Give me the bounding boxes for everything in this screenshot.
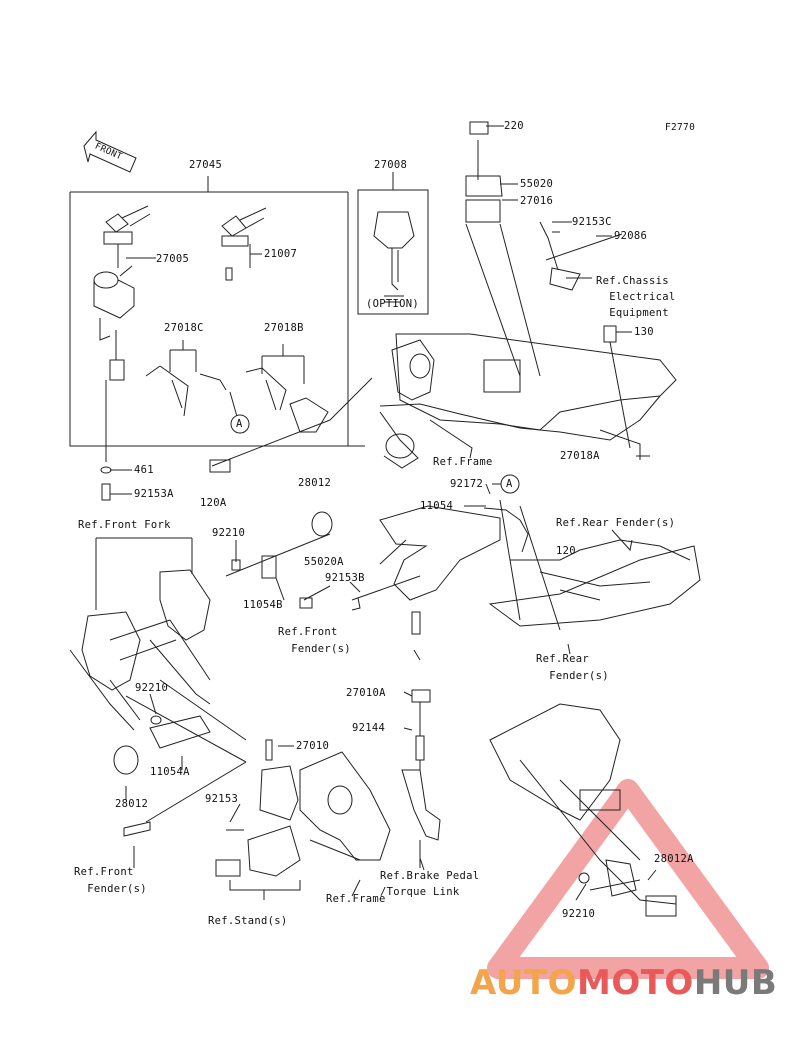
- label-21007: 21007: [264, 248, 298, 260]
- label-ref-front-fender-2: Ref.Front Fender(s): [74, 866, 147, 895]
- label-27016: 27016: [520, 195, 554, 207]
- watermark-part-auto: AUTO: [470, 963, 577, 1003]
- main-frame: [379, 121, 677, 469]
- option-label: (OPTION): [366, 298, 419, 310]
- callout-a-right: A: [506, 478, 513, 490]
- label-92153b: 92153B: [325, 572, 365, 584]
- brake-pedal: [401, 689, 441, 868]
- label-92210-mid: 92210: [135, 682, 169, 694]
- label-27045: 27045: [189, 159, 223, 171]
- watermark-part-moto: MOTO: [576, 963, 694, 1003]
- key-set-27018b: [245, 344, 329, 433]
- label-ref-rear-fender-2: Ref.Rear Fender(s): [536, 653, 609, 682]
- key-set-27005: [103, 205, 151, 268]
- label-ref-stand: Ref.Stand(s): [208, 915, 288, 927]
- label-ref-front-fender-1: Ref.Front Fender(s): [278, 626, 351, 655]
- rear-fender-lower: [489, 703, 677, 917]
- label-11054a: 11054A: [150, 766, 190, 778]
- watermark-part-hub: HUB: [693, 963, 778, 1003]
- label-220: 220: [504, 120, 524, 132]
- label-ref-frame-top: Ref.Frame: [433, 456, 493, 468]
- label-461: 461: [134, 464, 154, 476]
- rear-fender: [483, 483, 701, 631]
- cowl-bracket: [351, 505, 501, 661]
- option-key: [373, 211, 415, 303]
- label-27008: 27008: [374, 159, 408, 171]
- watermark-triangle: [487, 779, 769, 979]
- label-27018c: 27018C: [164, 322, 204, 334]
- label-120: 120: [556, 545, 576, 557]
- label-120a: 120A: [200, 497, 227, 509]
- label-92210-top: 92210: [212, 527, 246, 539]
- callout-a-left: A: [236, 418, 243, 430]
- label-92153a: 92153A: [134, 488, 174, 500]
- label-28012-bottom: 28012: [115, 798, 149, 810]
- label-92172: 92172: [450, 478, 484, 490]
- label-92153: 92153: [205, 793, 239, 805]
- label-28012-top: 28012: [298, 477, 332, 489]
- label-27018a: 27018A: [560, 450, 600, 462]
- label-ref-front-fork: Ref.Front Fork: [78, 519, 171, 531]
- label-27010a: 27010A: [346, 687, 386, 699]
- label-130: 130: [634, 326, 654, 338]
- stand-bracket: [215, 739, 301, 900]
- key-set-21007: [221, 207, 267, 281]
- figure-id: F2770: [665, 122, 696, 133]
- label-27005: 27005: [156, 253, 190, 265]
- label-55020: 55020: [520, 178, 554, 190]
- label-55020a: 55020A: [304, 556, 344, 568]
- label-ref-brake-pedal: Ref.Brake Pedal /Torque Link: [380, 870, 480, 898]
- front-fork-assembly: [69, 537, 247, 763]
- label-28012a: 28012A: [654, 853, 694, 865]
- label-ref-frame-bottom: Ref.Frame: [326, 893, 386, 905]
- label-27010: 27010: [296, 740, 330, 752]
- label-92153c: 92153C: [572, 216, 612, 228]
- label-ref-chassis: Ref.Chassis Electrical Equipment: [596, 275, 676, 319]
- label-11054b: 11054B: [243, 599, 283, 611]
- label-92210-bottom: 92210: [562, 908, 596, 920]
- frame-lower: [299, 751, 391, 861]
- ignition-switch: [93, 271, 135, 501]
- label-11054: 11054: [420, 500, 454, 512]
- label-27018b: 27018B: [264, 322, 304, 334]
- label-92144: 92144: [352, 722, 386, 734]
- key-set-27018c: [145, 340, 239, 421]
- label-ref-rear-fender-1: Ref.Rear Fender(s): [556, 517, 676, 529]
- watermark-logo: AUTOMOTOHUB: [470, 963, 777, 1003]
- label-92086: 92086: [614, 230, 648, 242]
